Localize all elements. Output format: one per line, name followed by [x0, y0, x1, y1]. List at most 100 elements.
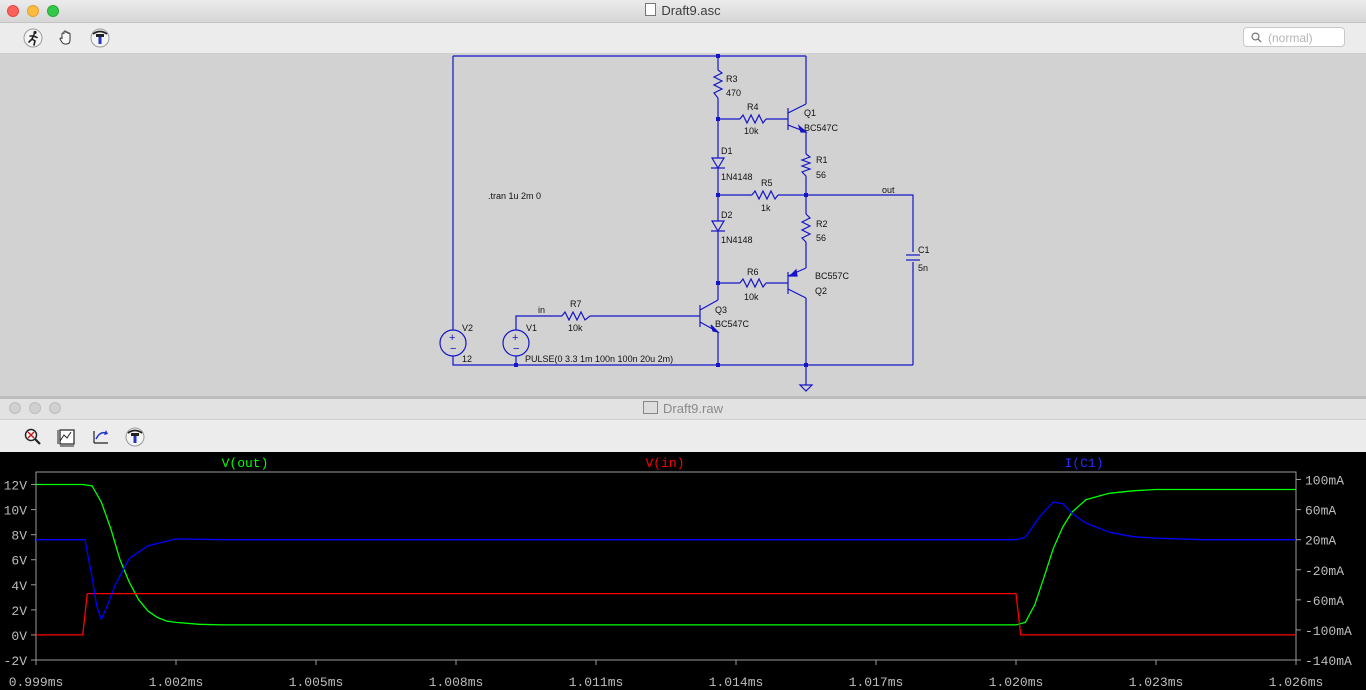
schematic-canvas[interactable]: +− +− .tran 1u 2m 0 R3 470 R4 10k Q1 BC5…: [0, 54, 1366, 396]
legend-i-c1[interactable]: I(C1): [1064, 456, 1103, 471]
waveform-file-icon: [643, 401, 659, 414]
plot-close-button[interactable]: [9, 402, 21, 414]
source-polarity-marks: +− +−: [449, 332, 519, 355]
left-y-axis: 12V 10V 8V 6V 4V 2V 0V -2V: [4, 479, 36, 669]
plot-minimize-button[interactable]: [29, 402, 41, 414]
v2-value[interactable]: 12: [462, 354, 472, 364]
out-net-label[interactable]: out: [882, 185, 895, 195]
autorange-icon[interactable]: [57, 427, 77, 447]
trace-legend: V(out) V(in) I(C1): [222, 456, 1104, 471]
schematic-toolbar: (normal): [0, 23, 1366, 54]
v1-value[interactable]: PULSE(0 3.3 1m 100n 100n 20u 2m): [525, 354, 673, 364]
x-tick-label: 1.014ms: [709, 675, 764, 690]
legend-v-in[interactable]: V(in): [645, 456, 684, 471]
y-left-tick-label: 8V: [11, 529, 27, 544]
r3-name[interactable]: R3: [726, 74, 738, 84]
trace-i-c1[interactable]: [36, 501, 1296, 621]
zoom-icon[interactable]: [23, 427, 43, 447]
r6-value[interactable]: 10k: [744, 292, 759, 302]
y-left-tick-label: 2V: [11, 604, 27, 619]
legend-v-out[interactable]: V(out): [222, 456, 269, 471]
x-tick-label: 1.002ms: [149, 675, 204, 690]
trace-v-in[interactable]: [36, 592, 1296, 636]
plot-zoom-button[interactable]: [49, 402, 61, 414]
v1-name[interactable]: V1: [526, 323, 537, 333]
plot-toolbar: [0, 420, 1366, 452]
y-right-tick-label: -20mA: [1305, 564, 1344, 579]
r7-name[interactable]: R7: [570, 299, 582, 309]
plot-window-title: Draft9.raw: [663, 401, 723, 416]
y-left-tick-label: 6V: [11, 554, 27, 569]
schematic-title-bar: Draft9.asc: [0, 0, 1366, 23]
d1-name[interactable]: D1: [721, 146, 733, 156]
undo-zoom-icon[interactable]: [91, 427, 111, 447]
q2-name[interactable]: Q2: [815, 286, 827, 296]
tran-directive[interactable]: .tran 1u 2m 0: [488, 191, 541, 201]
zoom-window-button[interactable]: [47, 5, 59, 17]
r2-name[interactable]: R2: [816, 219, 828, 229]
r5-name[interactable]: R5: [761, 178, 773, 188]
q3-model[interactable]: BC547C: [715, 319, 750, 329]
q3-name[interactable]: Q3: [715, 305, 727, 315]
y-right-tick-label: -140mA: [1305, 654, 1352, 669]
x-tick-label: 1.026ms: [1269, 675, 1324, 690]
y-right-tick-label: -60mA: [1305, 594, 1344, 609]
x-axis: 0.999ms 1.002ms 1.005ms 1.008ms 1.011ms 1.014…: [9, 660, 1324, 690]
x-tick-label: 1.017ms: [849, 675, 904, 690]
y-left-tick-label: 4V: [11, 579, 27, 594]
r2-value[interactable]: 56: [816, 233, 826, 243]
x-tick-label: 1.020ms: [989, 675, 1044, 690]
q1-model[interactable]: BC547C: [804, 123, 839, 133]
trace-v-out[interactable]: [36, 483, 1296, 626]
c1-value[interactable]: 5n: [918, 263, 928, 273]
y-right-tick-label: -100mA: [1305, 624, 1352, 639]
y-left-tick-label: 10V: [4, 504, 28, 519]
x-tick-label: 1.023ms: [1129, 675, 1184, 690]
window-title: Draft9.asc: [661, 3, 721, 18]
y-left-tick-label: 12V: [4, 479, 28, 494]
q1-name[interactable]: Q1: [804, 108, 816, 118]
x-tick-label: 1.005ms: [289, 675, 344, 690]
r4-name[interactable]: R4: [747, 102, 759, 112]
probe-icon[interactable]: [90, 28, 110, 48]
r5-value[interactable]: 1k: [761, 203, 771, 213]
probe-icon[interactable]: [125, 427, 145, 447]
in-net-label[interactable]: in: [538, 305, 545, 315]
r6-name[interactable]: R6: [747, 267, 759, 277]
d2-model[interactable]: 1N4148: [721, 235, 753, 245]
r3-value[interactable]: 470: [726, 88, 741, 98]
r4-value[interactable]: 10k: [744, 126, 759, 136]
y-left-tick-label: 0V: [11, 629, 27, 644]
svg-text:−: −: [450, 343, 456, 355]
x-tick-label: 1.008ms: [429, 675, 484, 690]
y-right-tick-label: 20mA: [1305, 534, 1336, 549]
y-left-tick-label: -2V: [4, 654, 28, 669]
r1-value[interactable]: 56: [816, 170, 826, 180]
traces: [36, 483, 1296, 636]
search-field[interactable]: (normal): [1243, 27, 1345, 47]
x-tick-label: 1.011ms: [569, 675, 624, 690]
search-icon: [1251, 32, 1262, 43]
x-tick-label: 0.999ms: [9, 675, 64, 690]
plot-title-bar: Draft9.raw: [0, 399, 1366, 420]
r1-name[interactable]: R1: [816, 155, 828, 165]
wire-junctions: [514, 54, 808, 367]
waveform-plot[interactable]: 0.999ms 1.002ms 1.005ms 1.008ms 1.011ms 1.014…: [0, 452, 1366, 690]
v2-name[interactable]: V2: [462, 323, 473, 333]
c1-name[interactable]: C1: [918, 245, 930, 255]
hand-icon[interactable]: [56, 28, 76, 48]
svg-text:+: +: [449, 332, 455, 344]
svg-text:−: −: [513, 343, 519, 355]
d2-name[interactable]: D2: [721, 210, 733, 220]
svg-text:+: +: [512, 332, 518, 344]
document-icon: [645, 3, 657, 16]
run-icon[interactable]: [23, 28, 43, 48]
window-divider: [0, 396, 1366, 399]
q2-model[interactable]: BC557C: [815, 271, 850, 281]
r7-value[interactable]: 10k: [568, 323, 583, 333]
d1-model[interactable]: 1N4148: [721, 172, 753, 182]
plot-frame: [35, 471, 1297, 661]
close-window-button[interactable]: [7, 5, 19, 17]
minimize-window-button[interactable]: [27, 5, 39, 17]
